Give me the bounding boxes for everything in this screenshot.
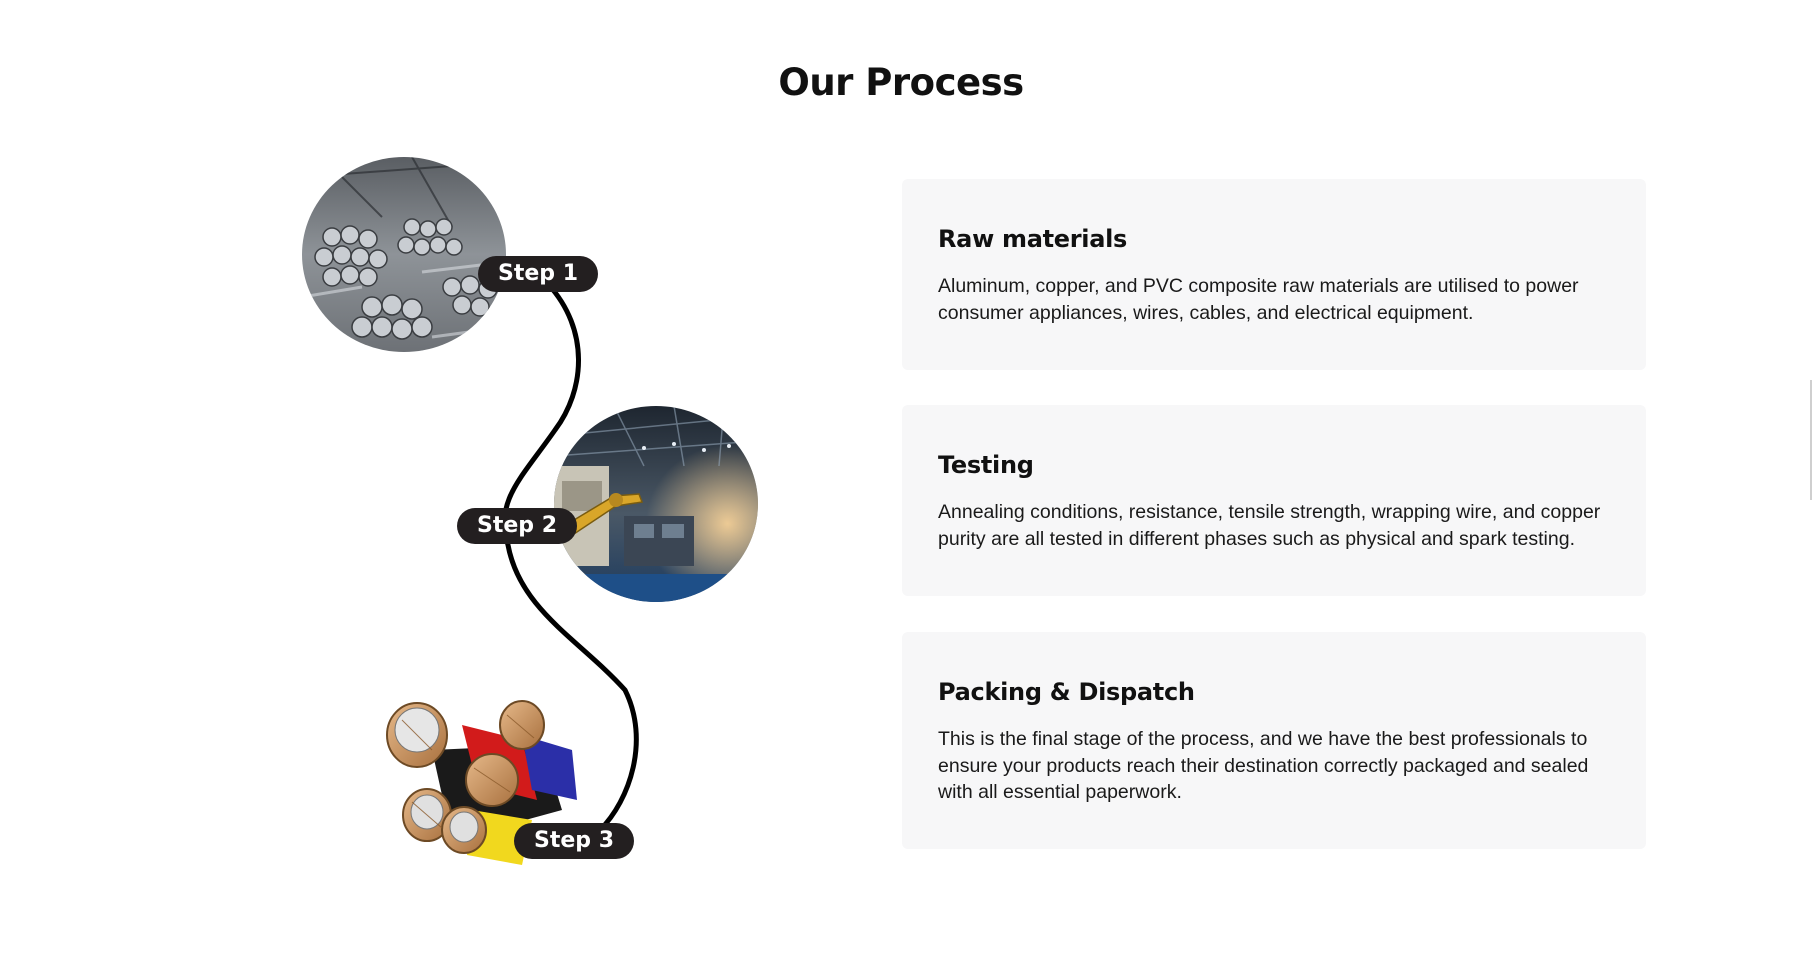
step-card-raw-materials: Raw materials Aluminum, copper, and PVC … xyxy=(902,179,1646,370)
card-heading: Packing & Dispatch xyxy=(938,678,1195,706)
card-heading: Testing xyxy=(938,451,1034,479)
card-body: Aluminum, copper, and PVC composite raw … xyxy=(938,275,1579,324)
step-1-badge: Step 1 xyxy=(478,256,598,292)
step-2-badge: Step 2 xyxy=(457,508,577,544)
raw-materials-photo xyxy=(302,157,506,352)
step-3-badge: Step 3 xyxy=(514,823,634,859)
page-scroll-edge xyxy=(1810,380,1812,500)
cable-bundle-photo xyxy=(386,700,577,865)
timeline-curve xyxy=(502,281,639,833)
step-card-testing: Testing Annealing conditions, resistance… xyxy=(902,405,1646,596)
section-title: Our Process xyxy=(778,60,1024,104)
process-timeline: Step 1 Step 2 Step 3 xyxy=(0,0,800,957)
step-card-packing-dispatch: Packing & Dispatch This is the final sta… xyxy=(902,632,1646,849)
card-heading: Raw materials xyxy=(938,225,1128,253)
card-body: Annealing conditions, resistance, tensil… xyxy=(938,501,1601,550)
testing-facility-photo xyxy=(554,406,758,602)
card-body: This is the final stage of the process, … xyxy=(938,728,1589,803)
